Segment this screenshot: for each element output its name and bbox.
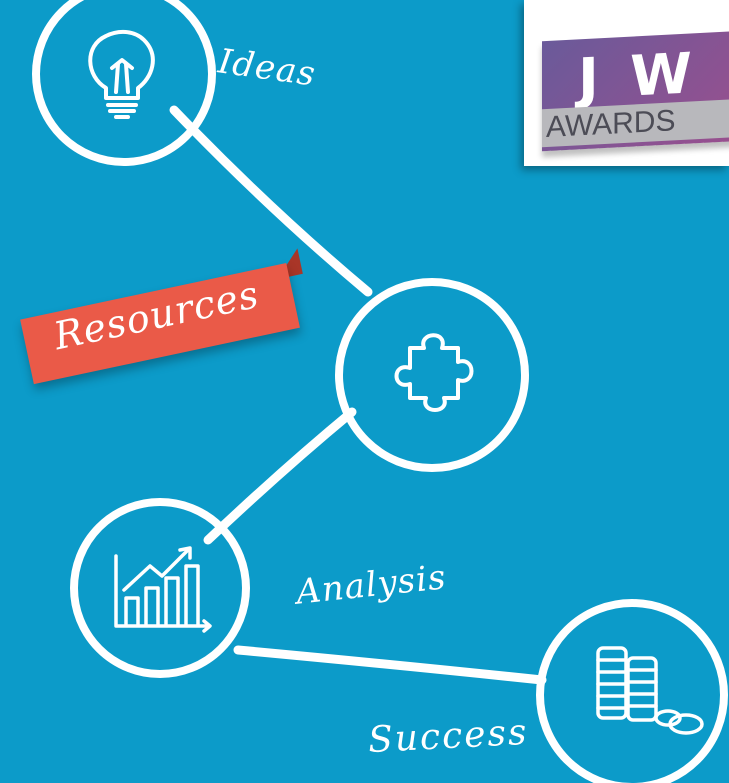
bar-chart-growth-icon bbox=[114, 546, 212, 633]
connector-ideas-resources bbox=[169, 105, 373, 297]
connector-resources-analysis bbox=[203, 407, 357, 545]
lightbulb-icon bbox=[88, 29, 155, 119]
logo-strip: AWARDS bbox=[542, 98, 729, 148]
node-resources-circle bbox=[335, 278, 529, 472]
logo-letter-w: W bbox=[630, 41, 692, 110]
node-success-label: Success bbox=[367, 711, 530, 762]
logo-card: J W AWARDS bbox=[542, 30, 729, 152]
puzzle-piece-icon bbox=[394, 333, 474, 412]
node-analysis-circle bbox=[70, 498, 250, 678]
coin-stacks-icon bbox=[596, 646, 704, 735]
logo-letter-j: J bbox=[578, 46, 599, 113]
node-success-circle bbox=[536, 599, 728, 783]
logo-awards-text: AWARDS bbox=[546, 104, 676, 145]
connector-analysis-success bbox=[233, 645, 547, 685]
node-ideas-circle bbox=[32, 0, 216, 166]
jw-awards-logo: J W AWARDS bbox=[524, 0, 729, 166]
